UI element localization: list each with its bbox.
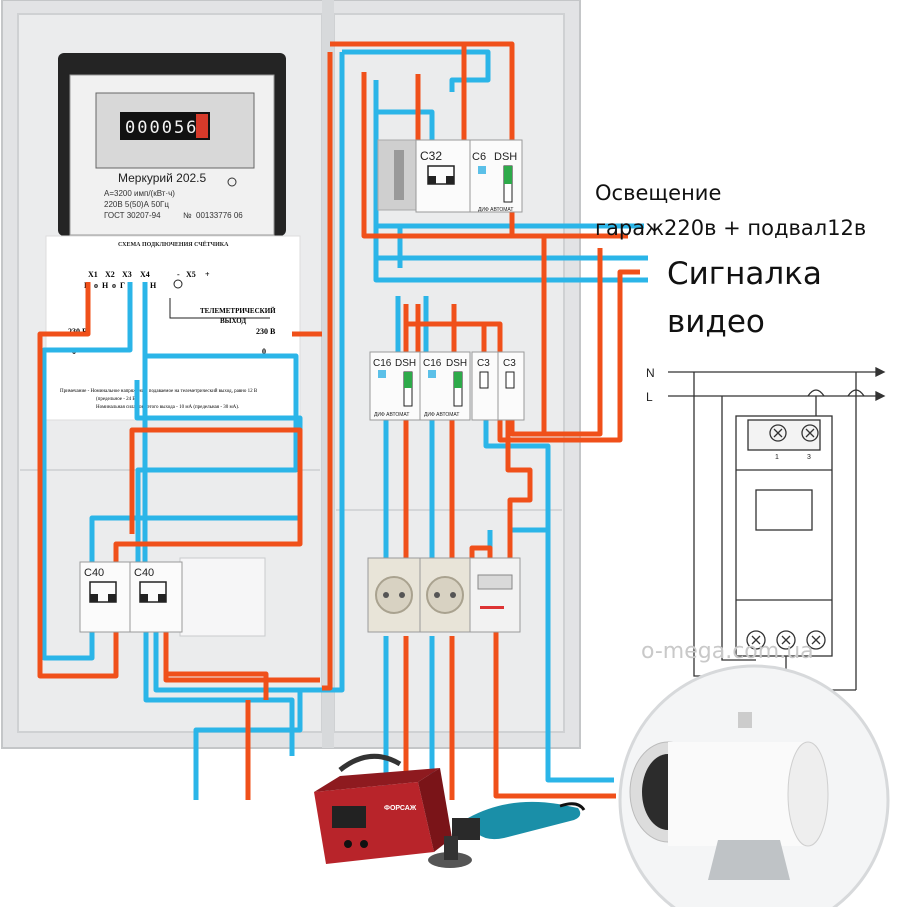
meter-rate: A=3200 имп/(кВт·ч) [104,189,175,198]
lighting-label-line2: гараж220в + подвал12в [595,216,867,240]
meter-serial: 00133776 06 [196,211,243,220]
terminal-g2: Г [120,281,125,290]
schematic-l-label: L [646,390,653,404]
terminal-x1: X1 [88,270,98,279]
meter-brand: Меркурий 202.5 [118,171,206,185]
timer-relay [469,557,521,633]
breaker-c40-b: C40 [129,561,183,633]
phase-wires [37,41,640,800]
watermark-text: o-mega.com.ua [641,639,814,664]
terminal-x5: X5 [186,270,196,279]
schematic-t2: 3 [807,454,811,461]
telemetry-line2: ВЫХОД [220,317,246,325]
neutral-wires [41,49,648,800]
breaker-c3-b: C3 [497,351,525,421]
breaker-c16-b: C16 DSH ДИФ АВТОМАТ [419,351,471,421]
note-line2: (предельное - 24 В). [96,397,139,402]
telemetry-line1: ТЕЛЕМЕТРИЧЕСКИЙ [200,307,276,315]
video-label: видео [667,304,765,340]
welder-brand: ФОРСАЖ [384,805,417,812]
breaker-c3a-label: C3 [477,358,490,369]
breaker-c32: C32 [415,139,471,213]
breaker-c40a-label: C40 [84,567,104,579]
din-socket-1 [367,557,421,633]
voltage-right: 230 В [256,327,276,336]
terminal-h2: Н [150,281,157,290]
meter-serial-label: № [183,211,192,220]
breaker-c6-dif: ДИФ АВТОМАТ [478,207,513,213]
breaker-c6-dsh: DSH [494,151,517,163]
duct-fan-image [618,664,890,911]
breaker-c32-label: C32 [420,149,442,163]
breaker-c3-a: C3 [471,351,499,421]
breaker-c16b-dsh: DSH [446,358,467,369]
meter-counter: 000056 [125,118,198,138]
note-line3: Номинальная сила тока этого выхода - 10 … [96,405,239,410]
note-line1: Примечание - Номинальное напряжение, под… [60,389,258,394]
sheet-title: СХЕМА ПОДКЛЮЧЕНИЯ СЧЁТЧИКА [118,241,229,248]
breaker-c16a-dif: ДИФ АВТОМАТ [374,412,409,418]
meter-label-sheet: СХЕМА ПОДКЛЮЧЕНИЯ СЧЁТЧИКА X1 X2 X3 X4 X… [45,235,301,421]
lighting-label-line1: Освещение [595,181,722,205]
breaker-c16a-label: C16 [373,358,392,369]
terminal-plus: + [205,270,210,279]
terminal-x3: X3 [122,270,132,279]
breaker-c16-a: C16 DSH ДИФ АВТОМАТ [369,351,421,421]
meter-spec: 220В 5(50)А 50Гц [104,200,169,209]
din-socket-2 [419,557,471,633]
terminal-minus: - [177,270,180,279]
breaker-c40-a: C40 [79,561,131,633]
meter-gost: ГОСТ 30207-94 [104,211,161,220]
breaker-c6-dsh: C6 DSH ДИФ АВТОМАТ [469,139,523,213]
schematic-n-label: N [646,366,655,380]
terminal-x2: X2 [105,270,115,279]
terminal-o2: о [112,281,116,290]
breaker-c16b-label: C16 [423,358,442,369]
zero-right: 0 [262,347,266,356]
breaker-c16b-dif: ДИФ АВТОМАТ [424,412,459,418]
alarm-label: Сигналка [667,256,822,292]
terminal-n1: Н [102,281,109,290]
relay-schematic [668,366,886,696]
breaker-c16a-dsh: DSH [395,358,416,369]
din-rail-top [377,139,419,211]
terminal-o1: о [94,281,98,290]
angle-grinder-image [428,801,586,868]
welder-image: ФОРСАЖ [314,753,452,864]
electric-meter: 000056 Меркурий 202.5 A=3200 имп/(кВт·ч)… [58,53,286,236]
breaker-c3b-label: C3 [503,358,516,369]
schematic-t1: 1 [775,454,779,461]
terminal-x4: X4 [140,270,150,279]
breaker-c6-label: C6 [472,151,486,163]
breaker-c40b-label: C40 [134,567,154,579]
